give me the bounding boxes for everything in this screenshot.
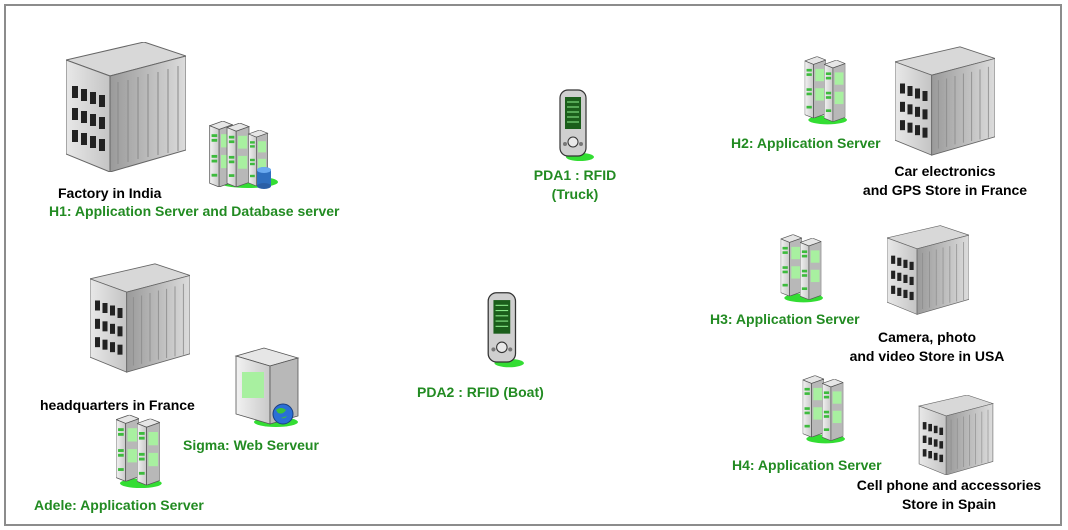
camera-store-label-line1: Camera, photo: [877, 329, 976, 345]
factory-building-icon: [66, 42, 186, 172]
phone-store-label-line2: Store in Spain: [901, 496, 997, 512]
car-store-building-icon: [895, 46, 995, 156]
h4-server-rack-icon: [803, 376, 845, 444]
headquarters-label: headquarters in France: [40, 397, 195, 413]
h3-label: H3: Application Server: [710, 311, 860, 327]
phone-store-building-icon: [918, 395, 994, 475]
adele-label: Adele: Application Server: [34, 497, 204, 513]
sigma-label: Sigma: Web Serveur: [183, 437, 319, 453]
h2-server-rack-icon: [805, 57, 847, 125]
pda1-label: PDA1 : RFID (Truck): [505, 166, 645, 204]
camera-store-label-line2: and video Store in USA: [849, 348, 1005, 364]
headquarters-building-icon: [90, 263, 190, 373]
car-store-label-line2: and GPS Store in France: [862, 182, 1028, 198]
phone-store-label: Cell phone and accessories Store in Spai…: [834, 476, 1064, 514]
camera-store-label: Camera, photo and video Store in USA: [812, 328, 1042, 366]
h1-label: H1: Application Server and Database serv…: [49, 203, 340, 219]
pda1-label-line1: PDA1 : RFID: [533, 167, 617, 183]
adele-server-rack-icon: [116, 415, 162, 488]
h3-server-rack-icon: [781, 235, 823, 303]
car-store-label-line1: Car electronics: [894, 163, 996, 179]
factory-label: Factory in India: [58, 185, 162, 201]
camera-store-building-icon: [887, 225, 969, 315]
h1-server-cluster-icon: [209, 121, 278, 189]
h2-label: H2: Application Server: [731, 135, 881, 151]
car-store-label: Car electronics and GPS Store in France: [836, 162, 1054, 200]
pda1-device-icon: [559, 89, 595, 162]
sigma-web-server-icon: [234, 347, 300, 427]
h4-label: H4: Application Server: [732, 457, 882, 473]
phone-store-label-line1: Cell phone and accessories: [856, 477, 1042, 493]
pda2-device-icon: [487, 292, 525, 368]
pda2-label: PDA2 : RFID (Boat): [417, 384, 544, 400]
pda1-label-line2: (Truck): [551, 186, 599, 202]
